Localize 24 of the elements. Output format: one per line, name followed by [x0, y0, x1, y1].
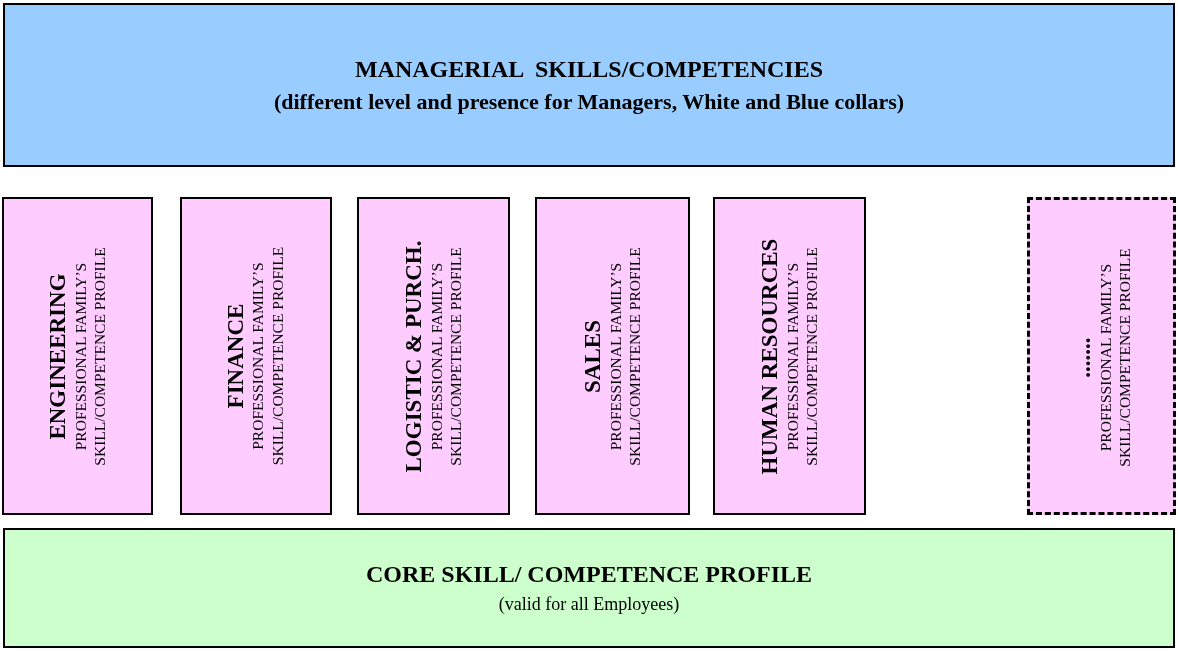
- profile-column: [713, 197, 866, 515]
- profile-column: [535, 197, 690, 515]
- column-title: LOGISTIC & PURCH.: [400, 240, 426, 472]
- footer-band: [3, 528, 1175, 648]
- column-title: SALES: [579, 319, 605, 393]
- profile-column: [2, 197, 153, 515]
- band-title: MANAGERIAL SKILLS/COMPETENCIES: [354, 55, 824, 83]
- column-description: PROFESSIONAL FAMILY’S SKILL/COMPETENCE PROFILE: [248, 245, 287, 468]
- profile-column: [357, 197, 510, 515]
- column-title: FINANCE: [222, 303, 249, 409]
- column-title: ENGINEERING: [44, 272, 70, 440]
- column-description: PROFESSIONAL FAMILY’S SKILL/COMPETENCE PROFILE: [781, 245, 821, 468]
- column-title: .......: [1069, 336, 1095, 378]
- band-title: CORE SKILL/ COMPETENCE PROFILE: [365, 561, 813, 588]
- profile-column: [180, 197, 332, 515]
- profile-column: [1027, 197, 1176, 515]
- band-subtitle: (valid for all Employees): [498, 594, 680, 615]
- column-description: PROFESSIONAL FAMILY’S SKILL/COMPETENCE PROFILE: [604, 245, 644, 468]
- column-description: PROFESSIONAL FAMILY’S SKILL/COMPETENCE PROFILE: [1094, 246, 1134, 469]
- column-title: HUMAN RESOURCES: [756, 238, 782, 474]
- column-description: PROFESSIONAL FAMILY’S SKILL/COMPETENCE PROFILE: [425, 245, 465, 468]
- column-description: PROFESSIONAL FAMILY’S SKILL/COMPETENCE PROFILE: [69, 245, 109, 468]
- header-band: [3, 3, 1175, 167]
- band-subtitle: (different level and presence for Managers, White and Blue collars): [273, 88, 905, 115]
